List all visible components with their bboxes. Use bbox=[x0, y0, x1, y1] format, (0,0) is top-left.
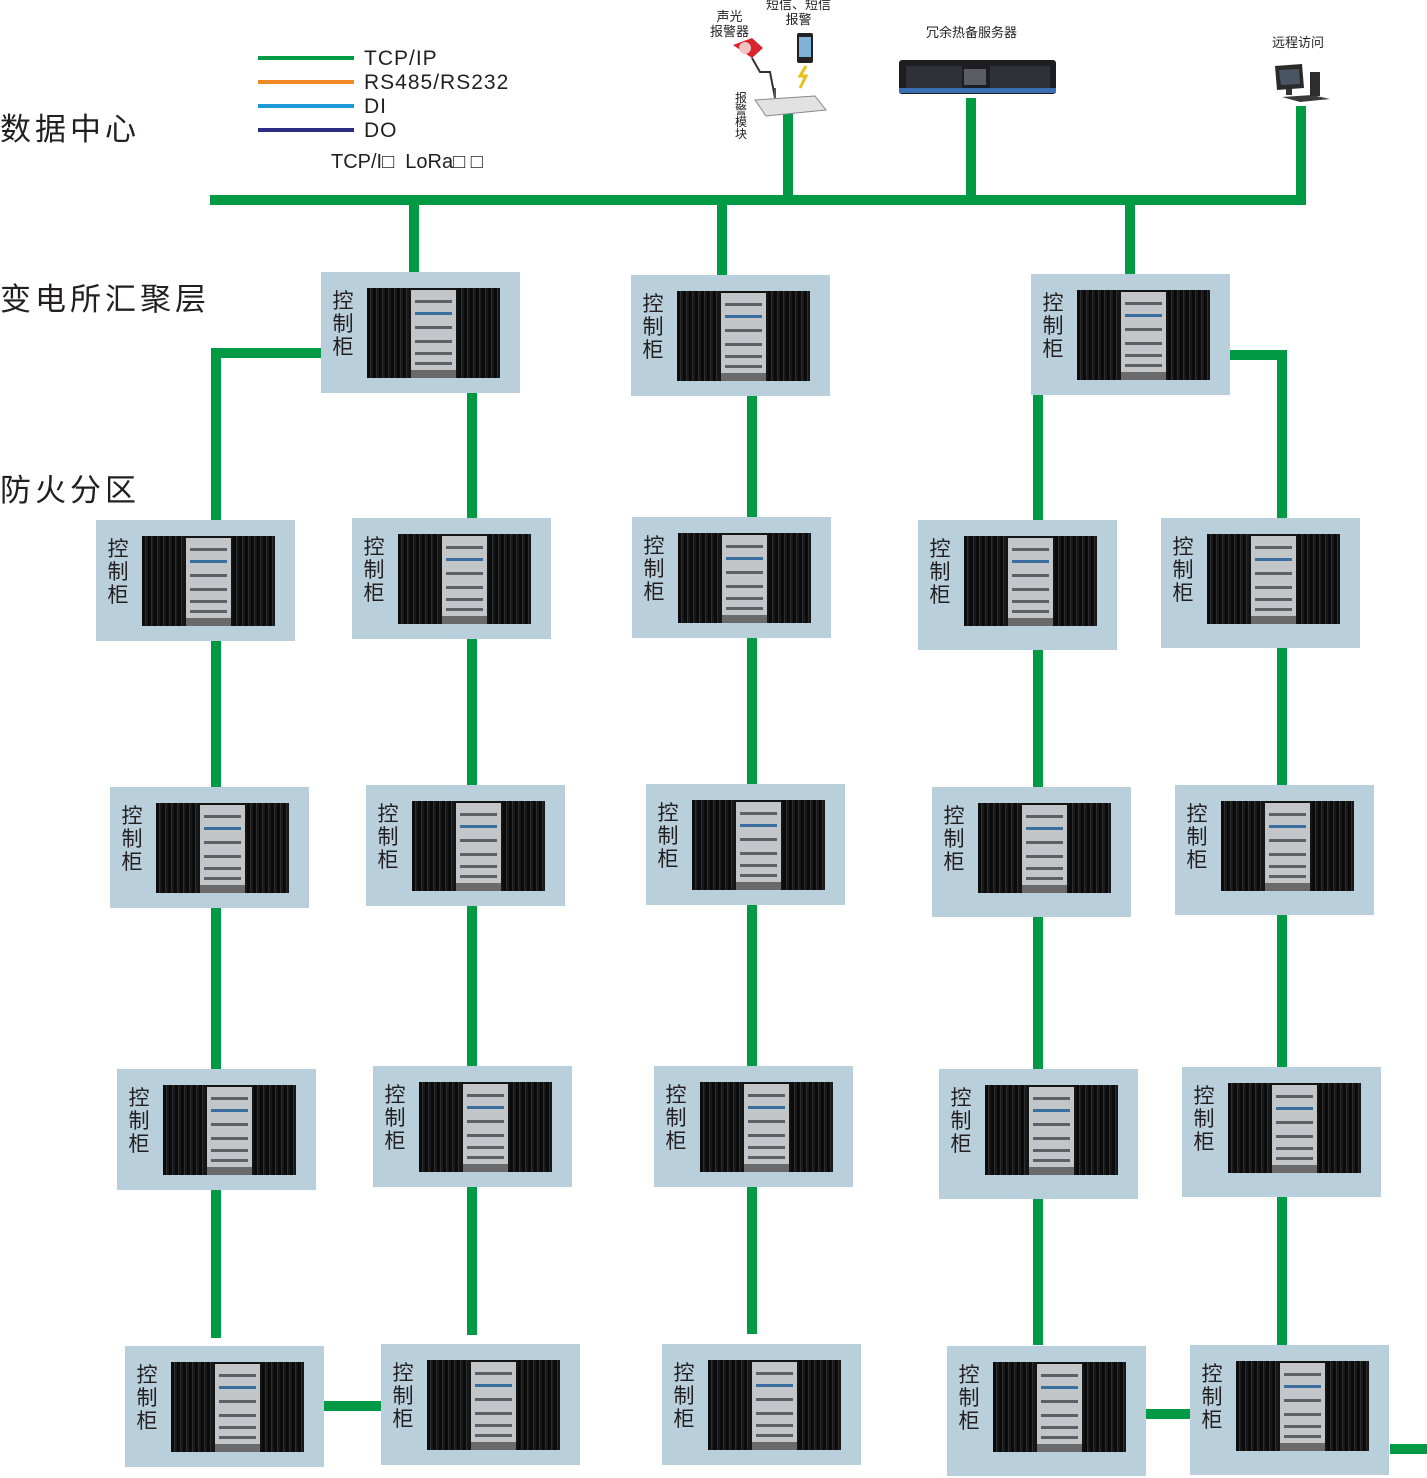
cabinet-photo bbox=[419, 1082, 552, 1172]
cabinet-photo bbox=[700, 1082, 833, 1172]
cabinet-photo bbox=[142, 536, 275, 626]
cabinet-label: 控制柜 bbox=[929, 537, 951, 607]
cabinet-label: 控制柜 bbox=[643, 534, 665, 604]
cabinet-zone-c2-r4[interactable]: 控制柜 bbox=[381, 1344, 580, 1465]
cabinet-label: 控制柜 bbox=[363, 535, 385, 605]
legend-line-tcpip bbox=[258, 56, 354, 60]
cabinet-label: 控制柜 bbox=[136, 1363, 158, 1433]
cabinet-label: 控制柜 bbox=[1186, 802, 1208, 872]
cabinet-label: 控制柜 bbox=[128, 1086, 150, 1156]
cabinet-zone-c2-r3[interactable]: 控制柜 bbox=[373, 1066, 572, 1187]
remote-access-label: 远程访问 bbox=[1272, 36, 1325, 51]
cabinet-zone-c2-r1[interactable]: 控制柜 bbox=[352, 518, 551, 639]
cabinet-label: 控制柜 bbox=[642, 292, 664, 362]
cabinet-zone-c1-r1[interactable]: 控制柜 bbox=[96, 520, 295, 641]
cabinet-photo bbox=[978, 803, 1111, 893]
cabinet-photo bbox=[678, 533, 811, 623]
legend-line-do bbox=[258, 128, 354, 132]
cabinet-photo bbox=[985, 1085, 1118, 1175]
cabinet-photo bbox=[692, 800, 825, 890]
server-label: 冗余热备服务器 bbox=[926, 26, 1018, 41]
col5-link bbox=[1230, 350, 1287, 518]
computer-icon bbox=[1275, 64, 1330, 102]
cabinet-agg-1[interactable]: 控制柜 bbox=[321, 272, 520, 393]
alarm-module-icon bbox=[754, 88, 827, 117]
cabinet-zone-c5-r2[interactable]: 控制柜 bbox=[1175, 785, 1374, 915]
cabinet-label: 控制柜 bbox=[384, 1083, 406, 1153]
layer-data-center-label: 数据中心 bbox=[0, 112, 140, 148]
server-icon bbox=[899, 60, 1056, 94]
cabinet-zone-c5-r1[interactable]: 控制柜 bbox=[1161, 518, 1360, 648]
cabinet-label: 控制柜 bbox=[673, 1361, 695, 1431]
cabinet-label: 控制柜 bbox=[958, 1363, 980, 1433]
cabinet-label: 控制柜 bbox=[332, 289, 354, 359]
cabinet-photo bbox=[1228, 1083, 1361, 1173]
cabinet-zone-c4-r1[interactable]: 控制柜 bbox=[918, 520, 1117, 650]
cabinet-zone-c1-r2[interactable]: 控制柜 bbox=[110, 787, 309, 908]
cabinet-label: 控制柜 bbox=[1042, 291, 1064, 361]
cabinet-zone-c3-r1[interactable]: 控制柜 bbox=[632, 517, 831, 638]
cabinet-photo bbox=[156, 803, 289, 893]
cabinet-label: 控制柜 bbox=[1201, 1362, 1223, 1432]
cabinet-zone-c2-r2[interactable]: 控制柜 bbox=[366, 785, 565, 906]
cabinet-photo bbox=[171, 1362, 304, 1452]
alarm-light-label: 声光 报警器 bbox=[710, 10, 750, 40]
cabinet-photo bbox=[1207, 534, 1340, 624]
phone-icon bbox=[797, 33, 813, 89]
cabinet-label: 控制柜 bbox=[377, 802, 399, 872]
cabinet-zone-c3-r3[interactable]: 控制柜 bbox=[654, 1066, 853, 1187]
col1-link bbox=[211, 348, 321, 520]
cabinet-label: 控制柜 bbox=[950, 1086, 972, 1156]
legend-label-do: DO bbox=[364, 119, 398, 142]
sms-alarm-label: 短信、短信 报警 bbox=[766, 0, 832, 28]
cabinet-zone-c5-r4[interactable]: 控制柜 bbox=[1190, 1345, 1389, 1475]
legend-line-rs485 bbox=[258, 80, 354, 84]
legend-note: TCP/I□ LoRa□ □ bbox=[331, 151, 483, 173]
layer-substation-label: 变电所汇聚层 bbox=[0, 282, 210, 318]
cabinet-photo bbox=[412, 801, 545, 891]
legend-label-di: DI bbox=[364, 95, 387, 118]
cabinet-zone-c1-r4[interactable]: 控制柜 bbox=[125, 1346, 324, 1467]
cabinet-photo bbox=[1236, 1361, 1369, 1451]
cabinet-zone-c3-r2[interactable]: 控制柜 bbox=[646, 784, 845, 905]
cabinet-label: 控制柜 bbox=[665, 1083, 687, 1153]
cabinet-zone-c3-r4[interactable]: 控制柜 bbox=[662, 1344, 861, 1465]
cabinet-label: 控制柜 bbox=[392, 1361, 414, 1431]
legend-label-tcpip: TCP/IP bbox=[364, 47, 438, 70]
cabinet-agg-3[interactable]: 控制柜 bbox=[1031, 274, 1230, 395]
cabinet-label: 控制柜 bbox=[121, 804, 143, 874]
cabinet-zone-c4-r3[interactable]: 控制柜 bbox=[939, 1069, 1138, 1199]
cabinet-label: 控制柜 bbox=[943, 804, 965, 874]
cabinet-zone-c4-r2[interactable]: 控制柜 bbox=[932, 787, 1131, 917]
cabinet-label: 控制柜 bbox=[657, 801, 679, 871]
alarm-module-label: 报警模块 bbox=[734, 91, 747, 141]
cabinet-photo bbox=[163, 1085, 296, 1175]
cabinet-label: 控制柜 bbox=[1193, 1084, 1215, 1154]
cabinet-photo bbox=[1077, 290, 1210, 380]
cabinet-label: 控制柜 bbox=[107, 537, 129, 607]
cabinet-agg-2[interactable]: 控制柜 bbox=[631, 275, 830, 396]
cabinet-zone-c4-r4[interactable]: 控制柜 bbox=[947, 1346, 1146, 1476]
cabinet-photo bbox=[398, 534, 531, 624]
cabinet-photo bbox=[677, 291, 810, 381]
cabinet-photo bbox=[708, 1360, 841, 1450]
layer-fire-zone-label: 防火分区 bbox=[0, 473, 140, 509]
legend-label-rs485: RS485/RS232 bbox=[364, 71, 510, 94]
cabinet-photo bbox=[1221, 801, 1354, 891]
alarm-light-icon bbox=[733, 38, 776, 99]
cabinet-photo bbox=[367, 288, 500, 378]
cabinet-photo bbox=[427, 1360, 560, 1450]
cabinet-zone-c5-r3[interactable]: 控制柜 bbox=[1182, 1067, 1381, 1197]
legend-line-di bbox=[258, 104, 354, 108]
cabinet-label: 控制柜 bbox=[1172, 535, 1194, 605]
cabinet-photo bbox=[993, 1362, 1126, 1452]
cabinet-photo bbox=[964, 536, 1097, 626]
cabinet-zone-c1-r3[interactable]: 控制柜 bbox=[117, 1069, 316, 1190]
